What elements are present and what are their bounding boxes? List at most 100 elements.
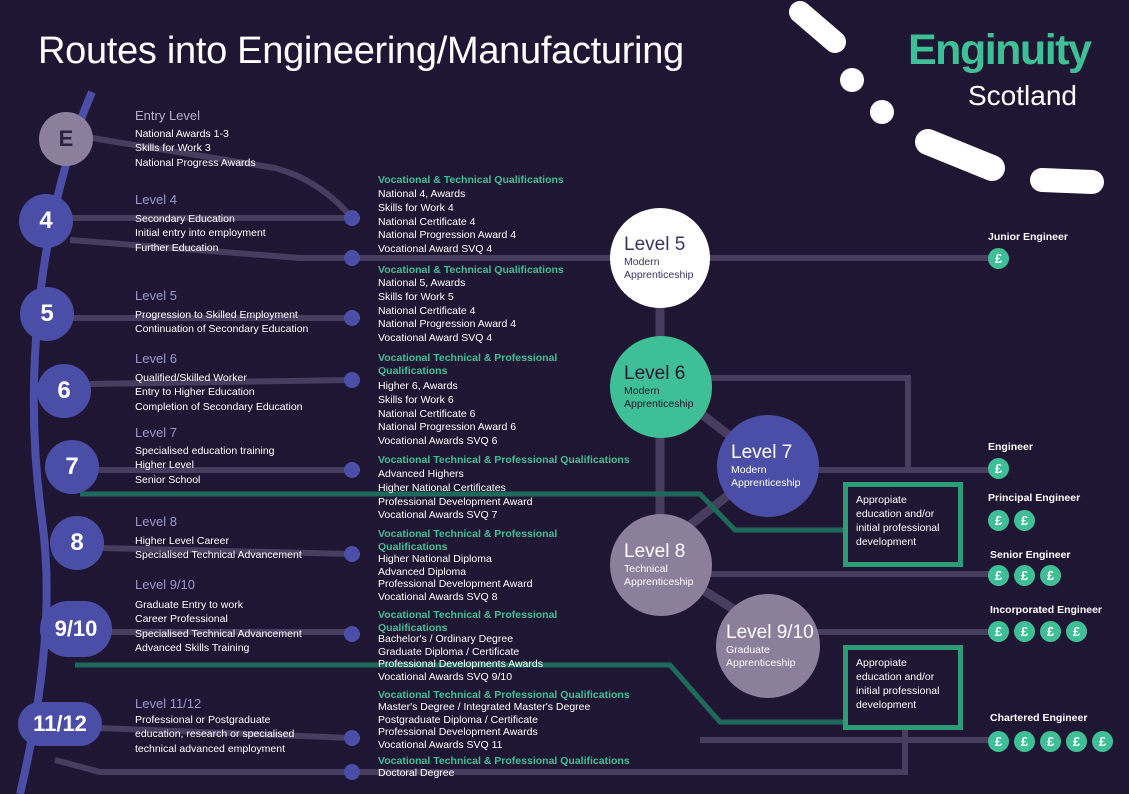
level-badge-8: 8 [50,516,104,570]
level-badge-5: 5 [20,287,74,341]
route-line [99,725,353,741]
level-heading-4: Level 4 [135,192,177,207]
route-line [91,135,355,220]
pound-icon: £ [1014,565,1035,586]
qual-heading: Vocational Technical & Professional Qual… [378,454,630,466]
pound-icon: £ [988,621,1009,642]
pound-icon: £ [988,565,1009,586]
qual-heading: Vocational & Technical Qualifications [378,264,564,276]
salary-indicator: ££££ [988,621,1087,642]
pound-icon: £ [1092,731,1113,752]
pound-icon: £ [988,248,1009,269]
connector-dot [344,372,360,388]
green-route [80,491,850,533]
level-heading-5: Level 5 [135,288,177,303]
level-badge-7: 7 [45,440,99,494]
salary-indicator: £ [988,248,1009,269]
pound-icon: £ [1066,731,1087,752]
decor-marks [789,1,1104,194]
salary-indicator: £££££ [988,731,1113,752]
apprenticeship-level-7: Level 7 Modern Apprenticeship [717,415,819,517]
connector-dot [344,626,360,642]
level-heading-9-10: Level 9/10 [135,577,195,592]
apprenticeship-level-6: Level 6 Modern Apprenticeship [610,336,712,438]
pound-icon: £ [1066,621,1087,642]
apprenticeship-level-5: Level 5 Modern Apprenticeship [610,208,710,308]
connector-dot [344,764,360,780]
level-badge-9-10: 9/10 [40,601,112,657]
salary-indicator: £ [988,458,1009,479]
salary-indicator: ££ [988,510,1035,531]
pound-icon: £ [988,731,1009,752]
pound-icon: £ [1040,565,1061,586]
green-route [75,662,850,725]
career-title: Junior Engineer [988,231,1068,243]
connector-dot [344,310,360,326]
level-badge-entry: E [39,112,93,166]
career-title: Senior Engineer [990,549,1071,561]
connector-dot [344,546,360,562]
level-heading-8: Level 8 [135,514,177,529]
qual-list: Master's Degree / Integrated Master's De… [378,701,591,751]
level-heading-entry: Entry Level [135,108,201,123]
connector-dot [344,730,360,746]
level-badge-11-12: 11/12 [18,702,102,746]
pound-icon: £ [988,510,1009,531]
pound-icon: £ [1040,621,1061,642]
career-title: Engineer [988,441,1033,453]
career-title: Incorporated Engineer [990,604,1103,616]
route-line [89,377,353,387]
route-line [99,545,353,557]
level-heading-6: Level 6 [135,351,177,366]
apprenticeship-level-8: Level 8 Technical Apprenticeship [610,514,712,616]
level-badge-6: 6 [37,364,91,418]
brand-logo: Enginuity [908,26,1092,74]
salary-indicator: £££ [988,565,1061,586]
pound-icon: £ [1014,731,1035,752]
decor-dot [870,100,894,124]
level-badge-4: 4 [19,194,73,248]
route-line [69,237,1000,261]
qual-heading: Vocational Technical & Professional Qual… [378,755,630,767]
decor-dot [840,68,864,92]
connector-dot [344,250,360,266]
pound-icon: £ [1014,510,1035,531]
route-line [700,375,911,470]
level-heading-7: Level 7 [135,425,177,440]
career-title: Chartered Engineer [990,712,1088,724]
qual-heading: Vocational Technical & Professional Qual… [378,689,630,701]
brand-subtitle: Scotland [968,80,1077,111]
pound-icon: £ [988,458,1009,479]
connector-dot [344,462,360,478]
pound-icon: £ [1014,621,1035,642]
apprenticeship-level-9-10: Level 9/10 Graduate Apprenticeship [716,594,820,698]
pound-icon: £ [1040,731,1061,752]
level-heading-11-12: Level 11/12 [135,696,202,711]
career-title: Principal Engineer [988,492,1081,504]
page-title: Routes into Engineering/Manufacturing [38,30,684,72]
qual-list: Doctoral Degree [378,767,455,779]
connector-dot [344,210,360,226]
qual-heading: Vocational & Technical Qualifications [378,174,564,186]
